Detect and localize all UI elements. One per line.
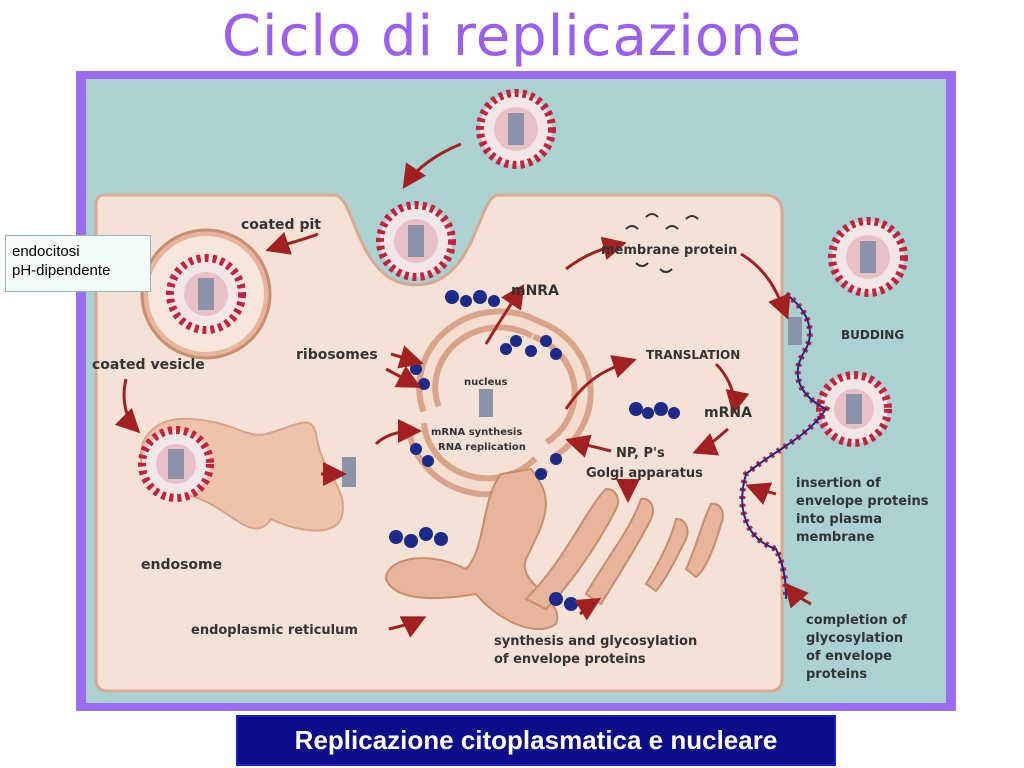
diagram-frame: coated pit coated vesicle endosome ribos… [76, 71, 956, 711]
cycle-arrows [114, 142, 812, 638]
budding-rnp [788, 317, 802, 345]
label-membrane-protein: membrane protein [601, 243, 737, 258]
nucleus-rnp [479, 389, 493, 417]
golgi-apparatus [524, 487, 724, 611]
replication-cycle-diagram: coated pit coated vesicle endosome ribos… [86, 79, 946, 703]
label-synthesis-1: synthesis and glycosylation [494, 634, 697, 649]
label-nucleus: nucleus [464, 377, 507, 388]
label-completion-3: of envelope [806, 649, 892, 664]
caption-box: Replicazione citoplasmatica e nucleare [236, 715, 836, 766]
label-synthesis-2: of envelope proteins [494, 652, 646, 667]
budding-virus-bottom [816, 371, 892, 447]
label-golgi: Golgi apparatus [586, 466, 703, 481]
membrane-protein-squiggles [625, 213, 699, 273]
endoplasmic-reticulum [384, 467, 559, 631]
label-mrna-synthesis: mRNA synthesis [431, 427, 522, 438]
virus-in-vesicle [166, 254, 246, 334]
label-endosome: endosome [141, 557, 222, 573]
label-coated-pit: coated pit [241, 217, 321, 233]
virus-in-endosome [138, 426, 214, 502]
label-completion-1: completion of [806, 613, 907, 628]
label-np-ps: NP, P's [616, 446, 665, 461]
label-coated-vesicle: coated vesicle [92, 357, 205, 373]
note-line-2: pH-dipendente [12, 262, 111, 279]
endocytosis-note: endocitosi pH-dipendente [5, 235, 151, 292]
label-mrna: mRNA [704, 405, 752, 421]
label-budding: BUDDING [841, 328, 904, 342]
virus-in-coated-pit [376, 201, 456, 281]
ribonucleoprotein [342, 457, 356, 487]
budding-virus-top [828, 217, 908, 297]
label-rna-replication: RNA replication [438, 442, 526, 453]
label-insertion-1: insertion of [796, 476, 881, 491]
label-endoplasmic-reticulum: endoplasmic reticulum [191, 623, 358, 638]
ribosome-cluster [389, 290, 680, 611]
note-line-1: endocitosi [12, 243, 80, 260]
label-translation: TRANSLATION [646, 348, 740, 362]
label-ribosomes: ribosomes [296, 347, 378, 363]
label-insertion-2: envelope proteins [796, 494, 929, 509]
label-completion-4: proteins [806, 667, 867, 682]
label-completion-2: glycosylation [806, 631, 903, 646]
slide-title: Ciclo di replicazione [221, 4, 803, 69]
label-insertion-3: into plasma [796, 512, 882, 527]
virus-particle [476, 89, 556, 169]
label-mnra: mNRA [511, 283, 559, 299]
label-insertion-4: membrane [796, 530, 875, 545]
